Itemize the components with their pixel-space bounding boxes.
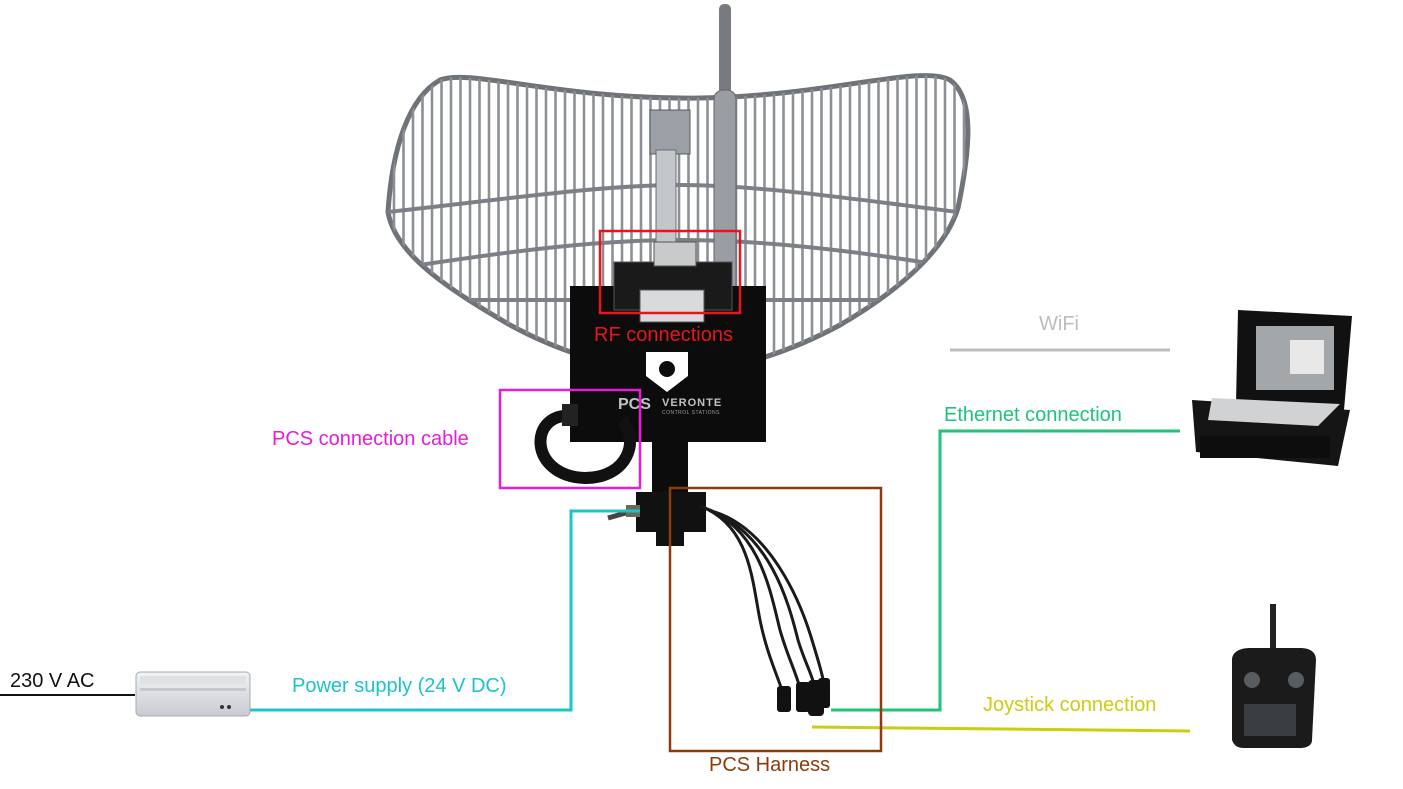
wifi-label: WiFi	[1039, 313, 1079, 335]
power-supply-unit-icon	[135, 671, 251, 717]
harness-connectors-icon	[777, 678, 830, 716]
harness-cables-icon	[699, 504, 826, 691]
pcs-logo-text: PCS	[618, 396, 651, 413]
whip-antenna-icon	[713, 4, 737, 311]
joystick-line	[811, 725, 1191, 733]
pcs-harness-box	[668, 486, 883, 753]
ethernet-line	[831, 429, 1180, 712]
rf-connections-box	[598, 229, 742, 315]
pcs-connection-cable-label: PCS connection cable	[272, 428, 469, 450]
ac-input-label: 230 V AC	[10, 670, 95, 692]
joystick-connection-label: Joystick connection	[983, 694, 1156, 716]
pcs-box-icon: PCS VERONTE CONTROL STATIONS	[534, 241, 766, 546]
ground-station-case-icon	[1192, 310, 1352, 466]
control-stations-text: CONTROL STATIONS	[662, 410, 720, 416]
power-supply-line	[250, 509, 640, 712]
pcs-harness-label: PCS Harness	[709, 754, 830, 776]
rf-connections-label: RF connections	[594, 324, 733, 346]
power-supply-label: Power supply (24 V DC)	[292, 675, 507, 697]
ethernet-connection-label: Ethernet connection	[944, 404, 1122, 426]
pcs-connection-cable-box	[498, 388, 642, 490]
veronte-logo-text: VERONTE	[662, 397, 722, 409]
rc-transmitter-icon	[1232, 604, 1316, 748]
